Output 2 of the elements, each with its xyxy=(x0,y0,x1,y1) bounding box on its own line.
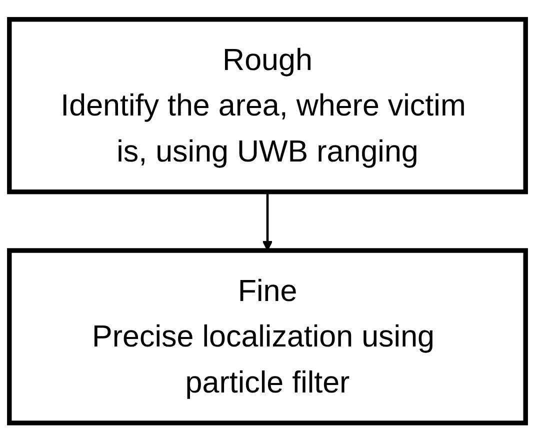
node-box: Fine Precise localization using particle filter xyxy=(7,248,528,426)
node-box: Rough Identify the area, where victim is, using UWB ranging xyxy=(7,17,528,194)
